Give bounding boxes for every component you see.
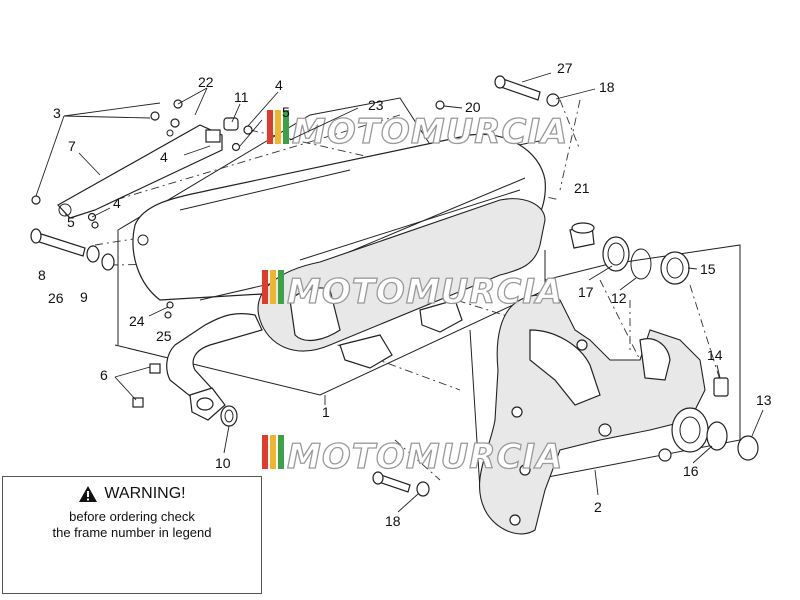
warning-line-2: the frame number in legend [52,525,212,540]
callout: 25 [156,328,172,344]
callout: 1 [322,404,330,420]
callout: 8 [38,267,46,283]
callout: 21 [574,180,590,196]
callout: 17 [578,284,594,300]
transmission-housing-part-2 [478,294,709,535]
callout: 23 [368,97,384,113]
warning-triangle-icon [79,486,98,502]
warning-line-1: before ordering check [69,509,195,524]
callout: 10 [215,455,231,471]
callout: 11 [234,89,249,105]
callout: 6 [100,367,108,383]
warning-notice: WARNING! before ordering check the frame… [2,476,262,594]
callout: 18 [385,513,401,529]
warning-title-text: WARNING! [104,485,186,502]
callout: 5 [67,214,75,230]
callout: 16 [683,463,699,479]
callout: 22 [198,74,214,90]
callout: 5 [282,104,290,120]
bracket-part-7 [57,124,223,219]
watermark-text: MOTOMURCIA [292,112,568,152]
callout: 4 [113,195,121,211]
callout: 7 [68,138,76,154]
callout: 14 [707,347,723,363]
callout: 4 [160,149,168,165]
callout-labels: 22 3 11 4 5 23 20 7 4 4 5 8 26 9 24 25 6… [38,60,772,529]
callout: 27 [557,60,573,76]
callout: 13 [756,392,772,408]
callout: 26 [48,290,64,306]
callout: 20 [465,99,481,115]
leader-lines [35,72,764,513]
callout: 2 [594,499,602,515]
callout: 12 [611,290,627,306]
callout: 24 [129,313,145,329]
callout: 4 [275,77,283,93]
callout: 18 [599,79,615,95]
watermark-top: MOTOMURCIA [267,110,568,153]
callout: 15 [700,261,716,277]
watermark-text: MOTOMURCIA [287,272,563,312]
watermark-text: MOTOMURCIA [287,437,563,477]
warning-title: WARNING! [3,485,261,503]
watermark-middle: MOTOMURCIA [262,270,563,313]
callout: 9 [80,289,88,305]
exhaust-silencer-part-1 [166,198,546,421]
small-parts [30,75,759,497]
watermark-bottom: MOTOMURCIA [262,435,563,478]
callout: 3 [53,105,61,121]
